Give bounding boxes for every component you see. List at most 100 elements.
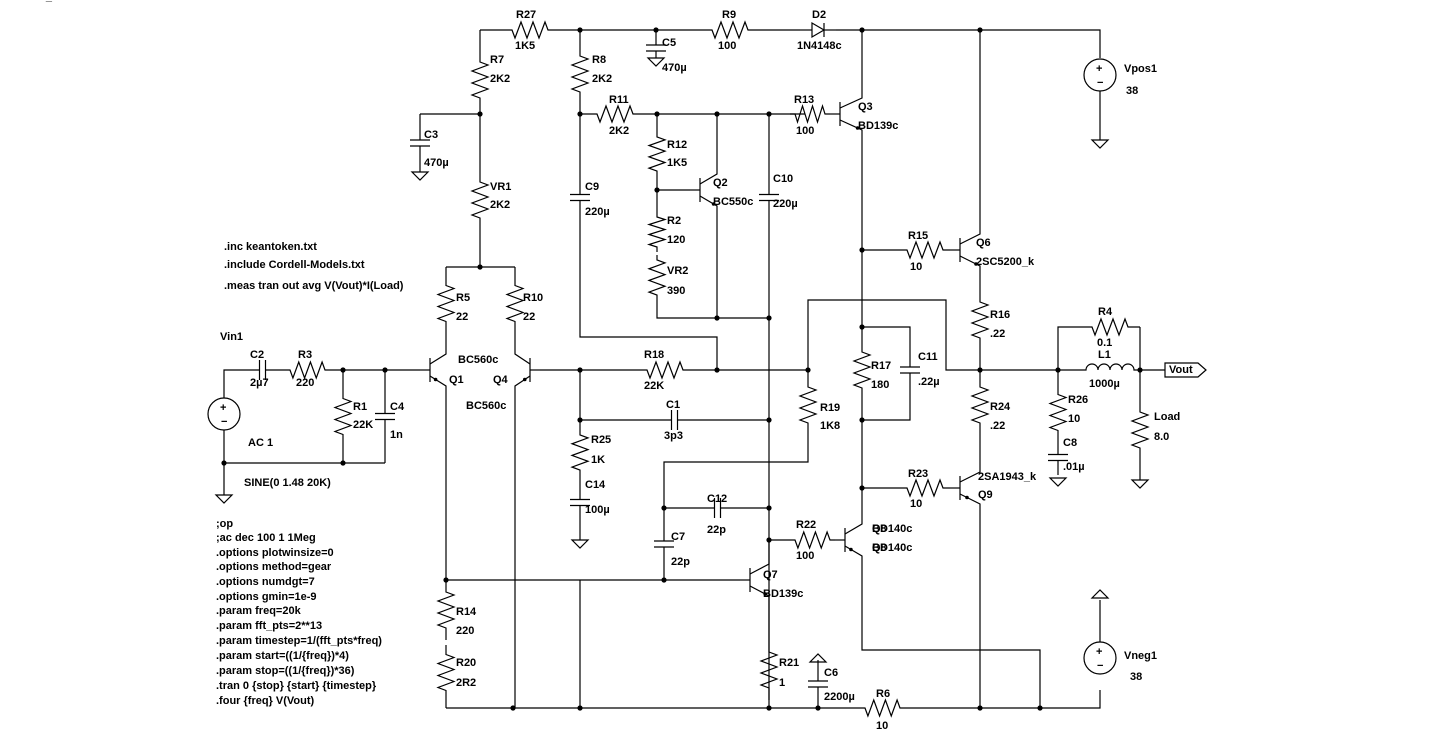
label-q4-value: BC560c: [0, 0, 40, 3]
ground-icon: [808, 653, 828, 663]
resistor-r21: [759, 640, 779, 700]
junction-dot: [477, 264, 483, 270]
wire: [862, 326, 911, 355]
junction-dot: [382, 367, 388, 373]
directive-line: .options plotwinsize=0: [216, 547, 334, 559]
wire: [905, 690, 1101, 709]
label-r26-name: R26: [1068, 394, 1088, 406]
label-r14-value: 220: [456, 625, 474, 637]
junction-dot: [977, 705, 983, 711]
junction-dot: [221, 460, 227, 466]
junction-dot: [653, 27, 659, 33]
ground-icon: [1090, 139, 1110, 149]
junction-dot: [766, 705, 772, 711]
label-c6-value: 2200µ: [824, 691, 855, 703]
capacitor-c2: [240, 360, 285, 380]
diode-d2: [800, 21, 836, 39]
label-r16-value: .22: [990, 328, 1005, 340]
label-q8-name: Q8: [872, 542, 887, 554]
label-r15-name: R15: [908, 230, 928, 242]
capacitor-c11: [900, 355, 920, 385]
label-r24-name: R24: [990, 401, 1011, 413]
resistor-r2: [646, 212, 668, 252]
label-q7-value: BD139c: [763, 588, 803, 600]
capacitor-c8: [1048, 440, 1068, 475]
junction-dot: [661, 505, 667, 511]
directive-line: .four {freq} V(Vout): [216, 695, 315, 707]
resistor-r5: [436, 267, 456, 340]
junction-dot: [1137, 367, 1143, 373]
label-c3-name: C3: [424, 129, 438, 141]
label-r9-value: 100: [718, 40, 736, 52]
capacitor-c3: [410, 114, 430, 172]
label-r7-name: R7: [490, 54, 504, 66]
wires: [223, 29, 1165, 709]
junction-dot: [577, 27, 583, 33]
junction-dot: [661, 577, 667, 583]
svg-text:+: +: [1096, 63, 1102, 75]
label-r3-name: R3: [298, 349, 312, 361]
label-c8-name: C8: [1063, 437, 1077, 449]
label-r22-name: R22: [796, 519, 816, 531]
ground-icon: [410, 171, 430, 181]
resistor-r3: [285, 360, 330, 380]
label-r23-name: R23: [908, 468, 928, 480]
ground-icon: [646, 57, 666, 67]
junction-dot: [510, 705, 516, 711]
junction-dot: [859, 417, 865, 423]
label-r10-value: 22: [523, 311, 535, 323]
label-c9-name: C9: [585, 181, 599, 193]
resistor-r12: [647, 132, 667, 176]
transistor-q7: [740, 540, 770, 640]
label-r15-value: 10: [910, 261, 922, 273]
resistor-vr1: [470, 175, 490, 225]
directive-line: ;op: [216, 518, 233, 530]
label-r12-name: R12: [667, 139, 687, 151]
junction-dot: [340, 367, 346, 373]
label-q9-value: 2SA1943_k: [978, 471, 1037, 483]
label-r27-name: R27: [516, 9, 536, 21]
resistor-r26: [1048, 385, 1068, 440]
wire: [1057, 326, 1080, 370]
label-r1-name: R1: [353, 401, 367, 413]
junction-dot: [654, 187, 660, 193]
label-c1-name: C1: [666, 399, 680, 411]
label-r11-value: 2K2: [609, 125, 629, 137]
junction-dot: [1055, 367, 1061, 373]
directive-line: ;ac dec 100 1 1Meg: [216, 532, 316, 544]
junction-dot: [714, 111, 720, 117]
label-c12-value: 22p: [707, 524, 726, 536]
label-q8-value: BD140c: [872, 523, 912, 535]
svg-text:+: +: [220, 402, 226, 414]
label-q2-name: Q2: [713, 177, 728, 189]
label-r4-name: R4: [1098, 306, 1113, 318]
vout-label: Vout: [1169, 364, 1193, 376]
label-d2-value: 1N4148c: [797, 40, 842, 52]
vin-name: Vin1: [220, 331, 243, 343]
junction-dot: [654, 111, 660, 117]
wire: [861, 640, 1041, 708]
junction-dot: [859, 324, 865, 330]
label-r2-value: 120: [667, 234, 685, 246]
capacitor-c12: [690, 498, 745, 518]
label-q4-name: Q4: [493, 374, 509, 386]
directive-line: .options method=gear: [216, 561, 332, 573]
label-r23-value: 10: [910, 498, 922, 510]
junction-dot: [340, 460, 346, 466]
label-c4-name: C4: [390, 401, 405, 413]
label-c2-value: 2µ7: [250, 377, 269, 389]
inductor-l1: [1080, 363, 1140, 371]
vneg-source: +−: [1083, 641, 1117, 675]
directive-meas: .meas tran out avg V(Vout)*I(Load): [224, 280, 404, 292]
transistor-q8: [835, 510, 863, 640]
ground-icon: [1130, 479, 1150, 489]
resistor-r24: [970, 370, 990, 440]
junction-dots: [221, 27, 1143, 711]
label-q6-name: Q6: [976, 237, 991, 249]
label-c7-value: 22p: [671, 556, 690, 568]
svg-text:−: −: [1097, 660, 1103, 672]
vin-sine: SINE(0 1.48 20K): [244, 477, 331, 489]
resistor-r13: [790, 103, 830, 125]
label-l1-name: L1: [1098, 349, 1111, 361]
transistor-q4: [514, 340, 540, 708]
